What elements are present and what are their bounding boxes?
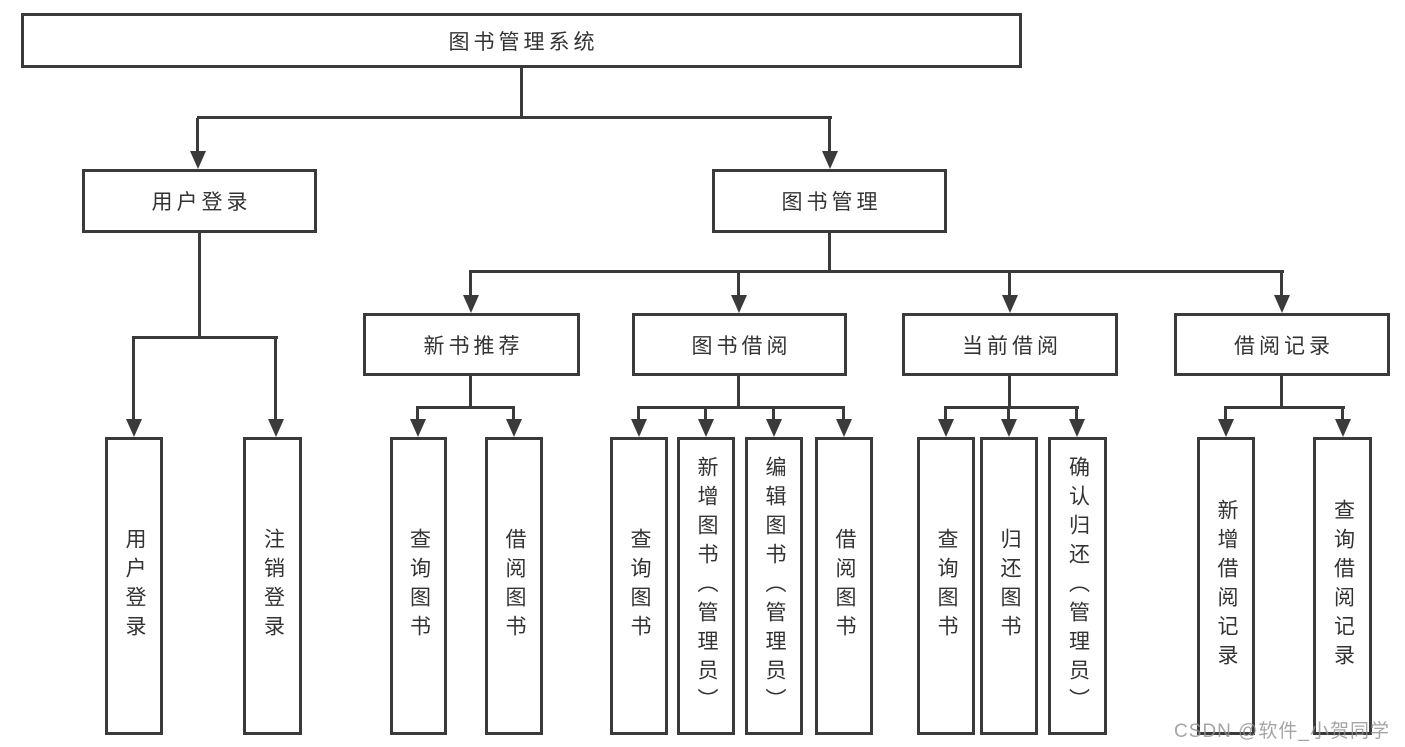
- node-leaf-user-login: 用户登录: [105, 437, 163, 735]
- node-book-management: 图书管理: [712, 169, 947, 233]
- node-leaf-label: 注销登录: [261, 528, 285, 644]
- connector-line: [520, 68, 523, 118]
- connector-line: [196, 118, 199, 151]
- arrow-down-icon: [766, 419, 782, 437]
- node-leaf-label: 新增借阅记录: [1215, 499, 1238, 673]
- connector-line: [1224, 406, 1345, 409]
- node-leaf-label: 查询图书: [935, 528, 958, 644]
- node-borrowing-records: 借阅记录: [1174, 313, 1390, 376]
- arrow-down-icon: [506, 419, 522, 437]
- connector-line: [637, 406, 845, 409]
- connector-line: [416, 408, 419, 419]
- connector-line: [828, 118, 831, 151]
- connector-line: [197, 116, 832, 119]
- connector-line: [737, 272, 740, 295]
- node-leaf-label: 确认归还（管理员）: [1066, 455, 1090, 717]
- arrow-down-icon: [631, 419, 647, 437]
- arrow-down-icon: [126, 419, 142, 437]
- arrow-down-icon: [190, 151, 206, 169]
- arrow-down-icon: [698, 419, 714, 437]
- node-leaf-label: 编辑图书（管理员）: [763, 455, 786, 717]
- arrow-down-icon: [268, 419, 284, 437]
- node-borrowing-records-label: 借阅记录: [1234, 334, 1334, 358]
- node-book-management-label: 图书管理: [781, 191, 882, 214]
- node-book-borrowing-label: 图书借阅: [691, 334, 792, 358]
- connector-line: [132, 336, 278, 339]
- arrow-down-icon: [1002, 295, 1018, 313]
- node-leaf-borrowing-add: 新增图书（管理员）: [677, 437, 735, 735]
- node-user-login: 用户登录: [82, 169, 317, 233]
- connector-line: [1280, 376, 1283, 408]
- connector-line: [944, 408, 947, 419]
- node-leaf-current-return: 归还图书: [980, 437, 1038, 735]
- connector-line: [274, 338, 277, 419]
- node-current-borrowing-label: 当前借阅: [962, 334, 1062, 358]
- connector-line: [198, 233, 201, 338]
- connector-line: [469, 272, 472, 295]
- node-leaf-logout: 注销登录: [243, 437, 302, 735]
- connector-line: [469, 270, 1284, 273]
- arrow-down-icon: [1274, 295, 1290, 313]
- connector-line: [1007, 408, 1010, 419]
- arrow-down-icon: [463, 295, 479, 313]
- connector-line: [1280, 272, 1283, 295]
- node-leaf-label: 用户登录: [123, 528, 146, 644]
- connector-line: [1075, 408, 1078, 419]
- arrow-down-icon: [822, 151, 838, 169]
- node-user-login-label: 用户登录: [151, 191, 252, 214]
- connector-line: [772, 408, 775, 419]
- node-leaf-current-query: 查询图书: [917, 437, 975, 735]
- arrow-down-icon: [410, 419, 426, 437]
- arrow-down-icon: [1069, 419, 1085, 437]
- node-book-borrowing: 图书借阅: [632, 313, 847, 376]
- arrow-down-icon: [1001, 419, 1017, 437]
- connector-line: [842, 408, 845, 419]
- node-leaf-label: 借阅图书: [833, 528, 856, 644]
- connector-line: [132, 338, 135, 419]
- node-leaf-borrowing-query: 查询图书: [610, 437, 668, 735]
- node-leaf-borrowing-borrow: 借阅图书: [815, 437, 873, 735]
- node-leaf-label: 查询图书: [407, 528, 431, 644]
- node-leaf-current-confirm: 确认归还（管理员）: [1048, 437, 1107, 735]
- node-leaf-label: 查询借阅记录: [1331, 499, 1355, 673]
- connector-line: [828, 233, 831, 272]
- node-current-borrowing: 当前借阅: [902, 313, 1118, 376]
- connector-line: [637, 408, 640, 419]
- arrow-down-icon: [836, 419, 852, 437]
- arrow-down-icon: [1218, 419, 1234, 437]
- connector-line: [944, 406, 1079, 409]
- connector-line: [737, 376, 740, 408]
- connector-line: [704, 408, 707, 419]
- node-root-label: 图书管理系统: [448, 30, 599, 54]
- connector-line: [512, 408, 515, 419]
- node-leaf-borrowing-edit: 编辑图书（管理员）: [745, 437, 803, 735]
- node-new-books-label: 新书推荐: [423, 334, 524, 358]
- connector-line: [1008, 376, 1011, 408]
- connector-line: [1341, 408, 1344, 419]
- node-leaf-records-add: 新增借阅记录: [1197, 437, 1255, 735]
- node-leaf-newbooks-query: 查询图书: [390, 437, 447, 735]
- node-leaf-label: 借阅图书: [503, 528, 526, 644]
- node-leaf-label: 新增图书（管理员）: [695, 455, 718, 717]
- node-leaf-label: 查询图书: [628, 528, 651, 644]
- node-leaf-newbooks-borrow: 借阅图书: [485, 437, 543, 735]
- arrow-down-icon: [938, 419, 954, 437]
- node-root: 图书管理系统: [21, 13, 1022, 68]
- arrow-down-icon: [1335, 419, 1351, 437]
- connector-line: [416, 406, 515, 409]
- arrow-down-icon: [731, 295, 747, 313]
- connector-line: [1008, 272, 1011, 295]
- node-leaf-records-query: 查询借阅记录: [1313, 437, 1372, 735]
- csdn-watermark: CSDN @软件_小贺同学: [1174, 721, 1390, 742]
- connector-line: [1224, 408, 1227, 419]
- connector-line: [469, 376, 472, 408]
- node-new-books: 新书推荐: [363, 313, 580, 376]
- node-leaf-label: 归还图书: [998, 528, 1021, 644]
